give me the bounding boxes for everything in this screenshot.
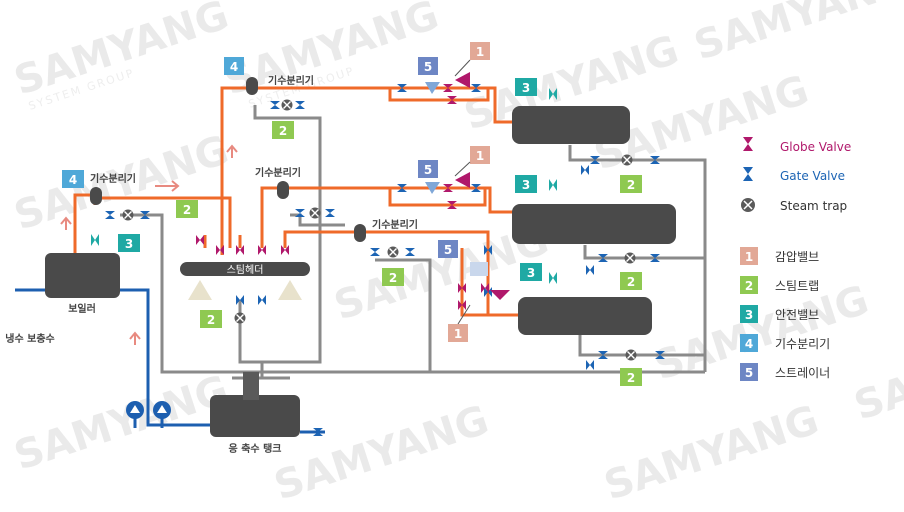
vessel-2 [512, 204, 676, 244]
legend-gate-label: Gate Valve [780, 169, 845, 183]
watermark-brand: SAMYANG [269, 397, 494, 509]
svg-text:5: 5 [745, 366, 753, 380]
separator-label-top: 기수분리기 [268, 74, 314, 87]
svg-text:기수분리기: 기수분리기 [775, 337, 830, 351]
svg-text:1: 1 [745, 250, 753, 264]
svg-text:2: 2 [627, 275, 635, 289]
tank-label: 응 축수 탱크 [229, 442, 282, 455]
badge-2-header: 2 [200, 310, 222, 328]
condensate-pipes [120, 105, 707, 380]
strainers [425, 82, 488, 276]
boiler: 보일러 [45, 253, 120, 315]
badge-leaders [454, 59, 471, 325]
svg-text:2: 2 [627, 371, 635, 385]
svg-text:3: 3 [125, 237, 133, 251]
legend-item-3: 3 안전밸브 [740, 305, 819, 323]
svg-text:1: 1 [454, 327, 462, 341]
badge-5-lower: 5 [438, 240, 458, 258]
svg-text:2: 2 [389, 271, 397, 285]
pumps [126, 401, 171, 419]
watermark-brand: SAMYANG [849, 317, 904, 429]
badges: 4 2 5 1 4 2 3 5 1 2 5 1 2 3 3 3 2 2 2 [62, 42, 642, 386]
svg-text:1: 1 [476, 45, 484, 59]
badge-5-mid: 5 [418, 160, 438, 178]
badge-2-v1: 2 [620, 175, 642, 193]
separator-label-mid: 기수분리기 [255, 166, 301, 179]
svg-text:3: 3 [745, 308, 753, 322]
badge-4-top: 4 [224, 57, 244, 75]
vessel-1 [512, 106, 630, 144]
legend-gate: Gate Valve [743, 167, 845, 183]
separator-left: 기수분리기 [90, 172, 136, 205]
watermark-brand: SAMYANG [9, 367, 234, 479]
boiler-label: 보일러 [68, 302, 96, 315]
svg-text:4: 4 [69, 173, 77, 187]
legend-trap-label: Steam trap [780, 199, 847, 213]
condensate-tank: 응 축수 탱크 [210, 372, 300, 455]
svg-text:4: 4 [230, 60, 238, 74]
svg-text:감압밸브: 감압밸브 [775, 250, 819, 264]
badge-3-v2: 3 [515, 175, 537, 193]
badge-2-v3: 2 [620, 368, 642, 386]
svg-text:2: 2 [279, 124, 287, 138]
badge-5-top: 5 [418, 57, 438, 75]
legend-trap: Steam trap [741, 198, 847, 213]
svg-text:5: 5 [444, 243, 452, 257]
legend-item-4: 4 기수분리기 [740, 334, 830, 352]
svg-text:1: 1 [476, 149, 484, 163]
svg-text:스팀트랩: 스팀트랩 [775, 279, 819, 293]
watermark-brand: SAMYANG [599, 397, 824, 509]
steam-header: 스팀헤더 [180, 262, 310, 300]
svg-text:2: 2 [745, 279, 753, 293]
badge-2-mid: 2 [382, 268, 404, 286]
svg-text:3: 3 [522, 178, 530, 192]
legend-globe: Globe Valve [743, 137, 851, 154]
badge-3-left: 3 [118, 234, 140, 252]
badge-1-lower: 1 [448, 324, 468, 342]
svg-text:2: 2 [627, 178, 635, 192]
svg-text:3: 3 [527, 266, 535, 280]
flow-arrows [60, 144, 238, 345]
svg-text:5: 5 [424, 163, 432, 177]
badge-2-top: 2 [272, 121, 294, 139]
svg-text:3: 3 [522, 81, 530, 95]
badge-4-left: 4 [62, 170, 84, 188]
svg-text:안전밸브: 안전밸브 [775, 308, 819, 322]
separator-mid: 기수분리기 [255, 166, 301, 199]
steam-pipes [73, 86, 520, 317]
legend: Globe Valve Gate Valve Steam trap 1 감압밸브… [740, 137, 851, 381]
svg-text:2: 2 [207, 313, 215, 327]
legend-item-2: 2 스팀트랩 [740, 276, 819, 294]
svg-text:4: 4 [745, 337, 753, 351]
steam-header-label: 스팀헤더 [227, 264, 264, 276]
badge-2-v2: 2 [620, 272, 642, 290]
svg-text:스트레이너: 스트레이너 [775, 366, 830, 380]
makeup-water-label: 냉수 보충수 [5, 332, 54, 345]
globe-valves [196, 72, 510, 310]
separator-right: 기수분리기 [354, 218, 418, 242]
legend-globe-label: Globe Valve [780, 140, 851, 154]
legend-item-1: 1 감압밸브 [740, 247, 819, 265]
legend-item-5: 5 스트레이너 [740, 363, 830, 381]
badge-1-mid: 1 [470, 146, 490, 164]
badge-2-left: 2 [176, 200, 198, 218]
vessel-3 [518, 297, 652, 335]
svg-text:5: 5 [424, 60, 432, 74]
watermark-brand: SAMYANG [9, 0, 234, 105]
separator-label-right: 기수분리기 [372, 218, 418, 231]
separator-top: 기수분리기 [246, 74, 314, 95]
separator-label-left: 기수분리기 [90, 172, 136, 185]
watermark-brand: SAMYANG [689, 0, 904, 70]
badge-1-top: 1 [470, 42, 490, 60]
badge-3-v3: 3 [520, 263, 542, 281]
svg-text:2: 2 [183, 203, 191, 217]
badge-3-v1: 3 [515, 78, 537, 96]
